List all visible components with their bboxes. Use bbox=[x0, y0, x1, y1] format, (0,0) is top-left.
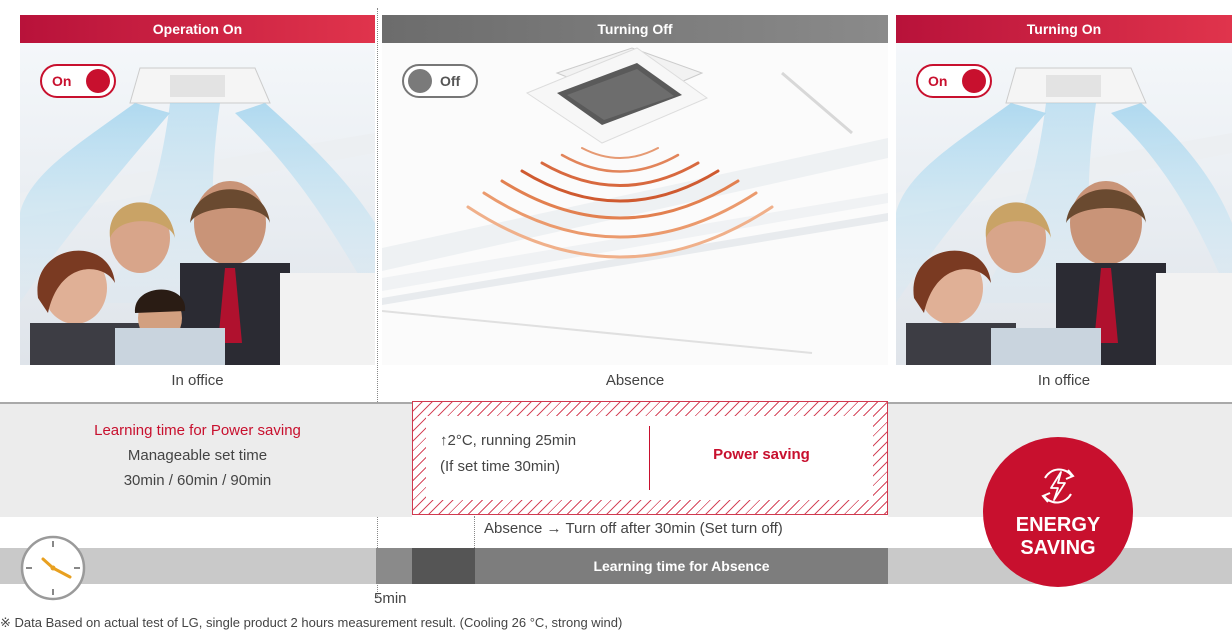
header-label: Turning On bbox=[1026, 21, 1102, 37]
timeline-segment-absence: Learning time for Absence bbox=[475, 548, 888, 584]
absence-separator bbox=[649, 426, 650, 490]
on-toggle-left[interactable]: On bbox=[40, 64, 116, 98]
header-turning-on: Turning On bbox=[896, 15, 1232, 43]
office-photo-left bbox=[20, 43, 375, 365]
toggle-knob bbox=[86, 69, 110, 93]
badge-line1: ENERGY bbox=[1015, 514, 1101, 536]
absence-line2: (If set time 30min) bbox=[440, 458, 561, 475]
off-toggle[interactable]: Off bbox=[402, 64, 478, 98]
toggle-label: Off bbox=[440, 73, 461, 89]
toggle-knob bbox=[962, 69, 986, 93]
timeline-segment-dark bbox=[412, 548, 475, 584]
signal-waves bbox=[466, 147, 774, 259]
absence-detail: ↑2°C, running 25min (If set time 30min) bbox=[440, 428, 640, 480]
header-label: Turning Off bbox=[597, 21, 673, 37]
clock-icon bbox=[20, 535, 86, 601]
learning-time-box: Learning time for Power saving Manageabl… bbox=[20, 418, 375, 493]
learning-absence-label: Learning time for Absence bbox=[593, 558, 770, 574]
toggle-label: On bbox=[928, 73, 948, 89]
divider-dotted bbox=[377, 8, 378, 598]
timeline-segment-5min bbox=[376, 548, 412, 584]
toggle-label: On bbox=[52, 73, 72, 89]
learning-time-title: Learning time for Power saving bbox=[94, 422, 301, 439]
badge-line2: SAVING bbox=[1020, 537, 1096, 559]
caption-in-office-right: In office bbox=[1037, 372, 1091, 389]
learning-time-line3: 30min / 60min / 90min bbox=[123, 472, 272, 489]
turnoff-tick bbox=[474, 516, 475, 548]
caption-absence: Absence bbox=[605, 372, 665, 389]
power-saving-label: Power saving bbox=[713, 446, 810, 463]
timeline-marker-5min: 5min bbox=[374, 590, 407, 607]
absence-line1: ↑2°C, running 25min bbox=[440, 432, 577, 449]
caption-in-office-left: In office bbox=[171, 372, 224, 389]
on-toggle-right[interactable]: On bbox=[916, 64, 992, 98]
learning-area-left bbox=[0, 402, 412, 517]
footnote: ※ Data Based on actual test of LG, singl… bbox=[0, 615, 623, 630]
energy-saving-badge: ENERGY SAVING bbox=[983, 437, 1133, 587]
header-operation-on: Operation On bbox=[20, 15, 375, 43]
toggle-knob bbox=[408, 69, 432, 93]
office-scene-image bbox=[20, 43, 375, 365]
energy-cycle-icon bbox=[1041, 468, 1075, 504]
header-turning-off: Turning Off bbox=[382, 15, 888, 43]
turnoff-note: Absence → Turn off after 30min (Set turn… bbox=[484, 520, 783, 537]
learning-time-line2: Manageable set time bbox=[127, 447, 268, 464]
header-label: Operation On bbox=[152, 21, 243, 37]
